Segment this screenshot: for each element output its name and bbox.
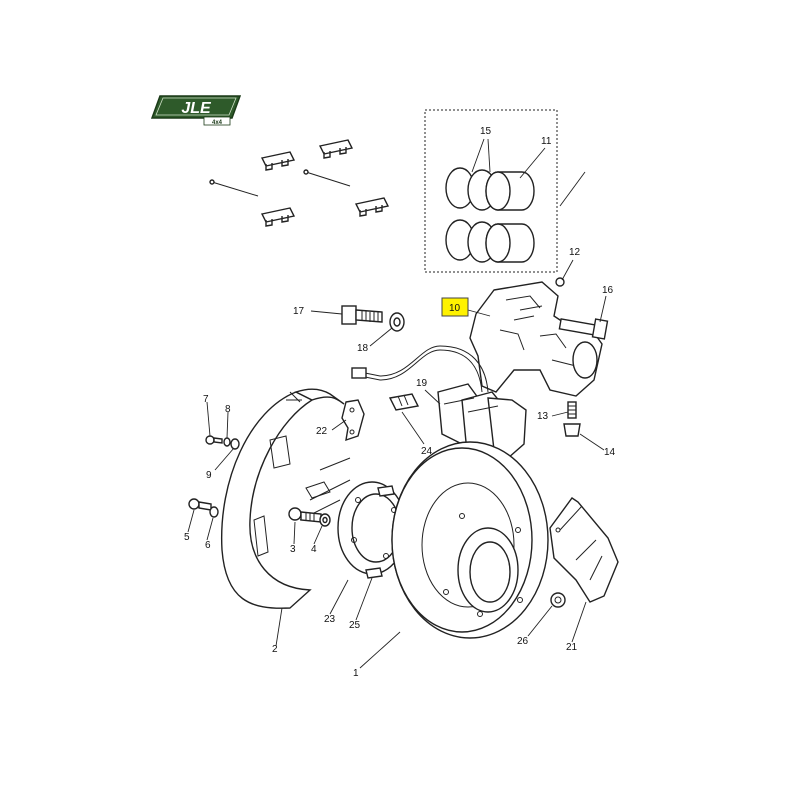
callout-17: 17 <box>293 306 305 317</box>
piston-seal-set-lower <box>445 219 535 263</box>
callout-5: 5 <box>184 532 190 543</box>
wheel-stud <box>365 485 395 579</box>
callout-6: 6 <box>205 540 211 551</box>
piston-seal-set-upper <box>445 167 535 211</box>
callout-25: 25 <box>349 620 361 631</box>
logo-sub: 4x4 <box>212 120 223 126</box>
callout-19: 19 <box>416 378 428 389</box>
pad-clips <box>209 139 390 227</box>
washer-8 <box>223 437 231 447</box>
callout-11: 11 <box>541 136 552 147</box>
callout-21: 21 <box>566 642 578 653</box>
caliper-bolt <box>558 318 609 340</box>
washer <box>389 312 405 332</box>
callout-4: 4 <box>311 544 317 555</box>
callout-13: 13 <box>537 411 549 422</box>
callout-26: 26 <box>517 636 529 647</box>
brake-pads <box>437 383 527 459</box>
piston-kit-box <box>424 109 558 273</box>
callout-10: 10 <box>449 303 461 314</box>
callout-10-highlight <box>441 297 469 317</box>
callout-16: 16 <box>602 285 614 296</box>
callout-14: 14 <box>604 447 616 458</box>
brake-disc <box>391 441 549 639</box>
dust-cap <box>563 423 581 437</box>
jle-logo: JLE 4x4 <box>150 95 242 126</box>
callout-3: 3 <box>290 544 296 555</box>
mounting-bolt <box>341 305 383 325</box>
caliper-bracket-plate <box>549 497 619 603</box>
callout-7: 7 <box>203 394 209 405</box>
callout-12: 12 <box>569 247 581 258</box>
shield-bolt-5 <box>188 498 212 511</box>
washer-6 <box>209 506 219 518</box>
sensor-connector <box>388 393 420 411</box>
logo-brand: JLE <box>181 100 212 117</box>
anti-rattle-shim <box>341 399 365 442</box>
callout-labels: 15 11 12 16 10 17 18 19 13 14 22 24 7 8 … <box>184 126 616 679</box>
washer-4 <box>319 513 331 527</box>
callout-15: 15 <box>480 126 492 137</box>
callout-24: 23 <box>324 614 336 625</box>
shield-bolt-3 <box>288 507 322 523</box>
dust-shield <box>220 388 351 609</box>
callout-18: 18 <box>357 343 369 354</box>
callout-9: 9 <box>206 470 212 481</box>
bolt-7 <box>205 435 223 445</box>
callout-22: 22 <box>316 426 328 437</box>
callout-2: 2 <box>272 644 278 655</box>
lock-nut <box>550 592 566 608</box>
leader-lines <box>187 138 607 669</box>
callout-23: 24 <box>421 446 433 457</box>
nut-9 <box>230 438 240 450</box>
brake-caliper <box>469 281 603 397</box>
pad-wear-sensor-lead <box>351 345 489 393</box>
callout-8: 8 <box>225 404 231 415</box>
bleed-screw <box>567 401 577 419</box>
callout-1: 1 <box>353 668 359 679</box>
